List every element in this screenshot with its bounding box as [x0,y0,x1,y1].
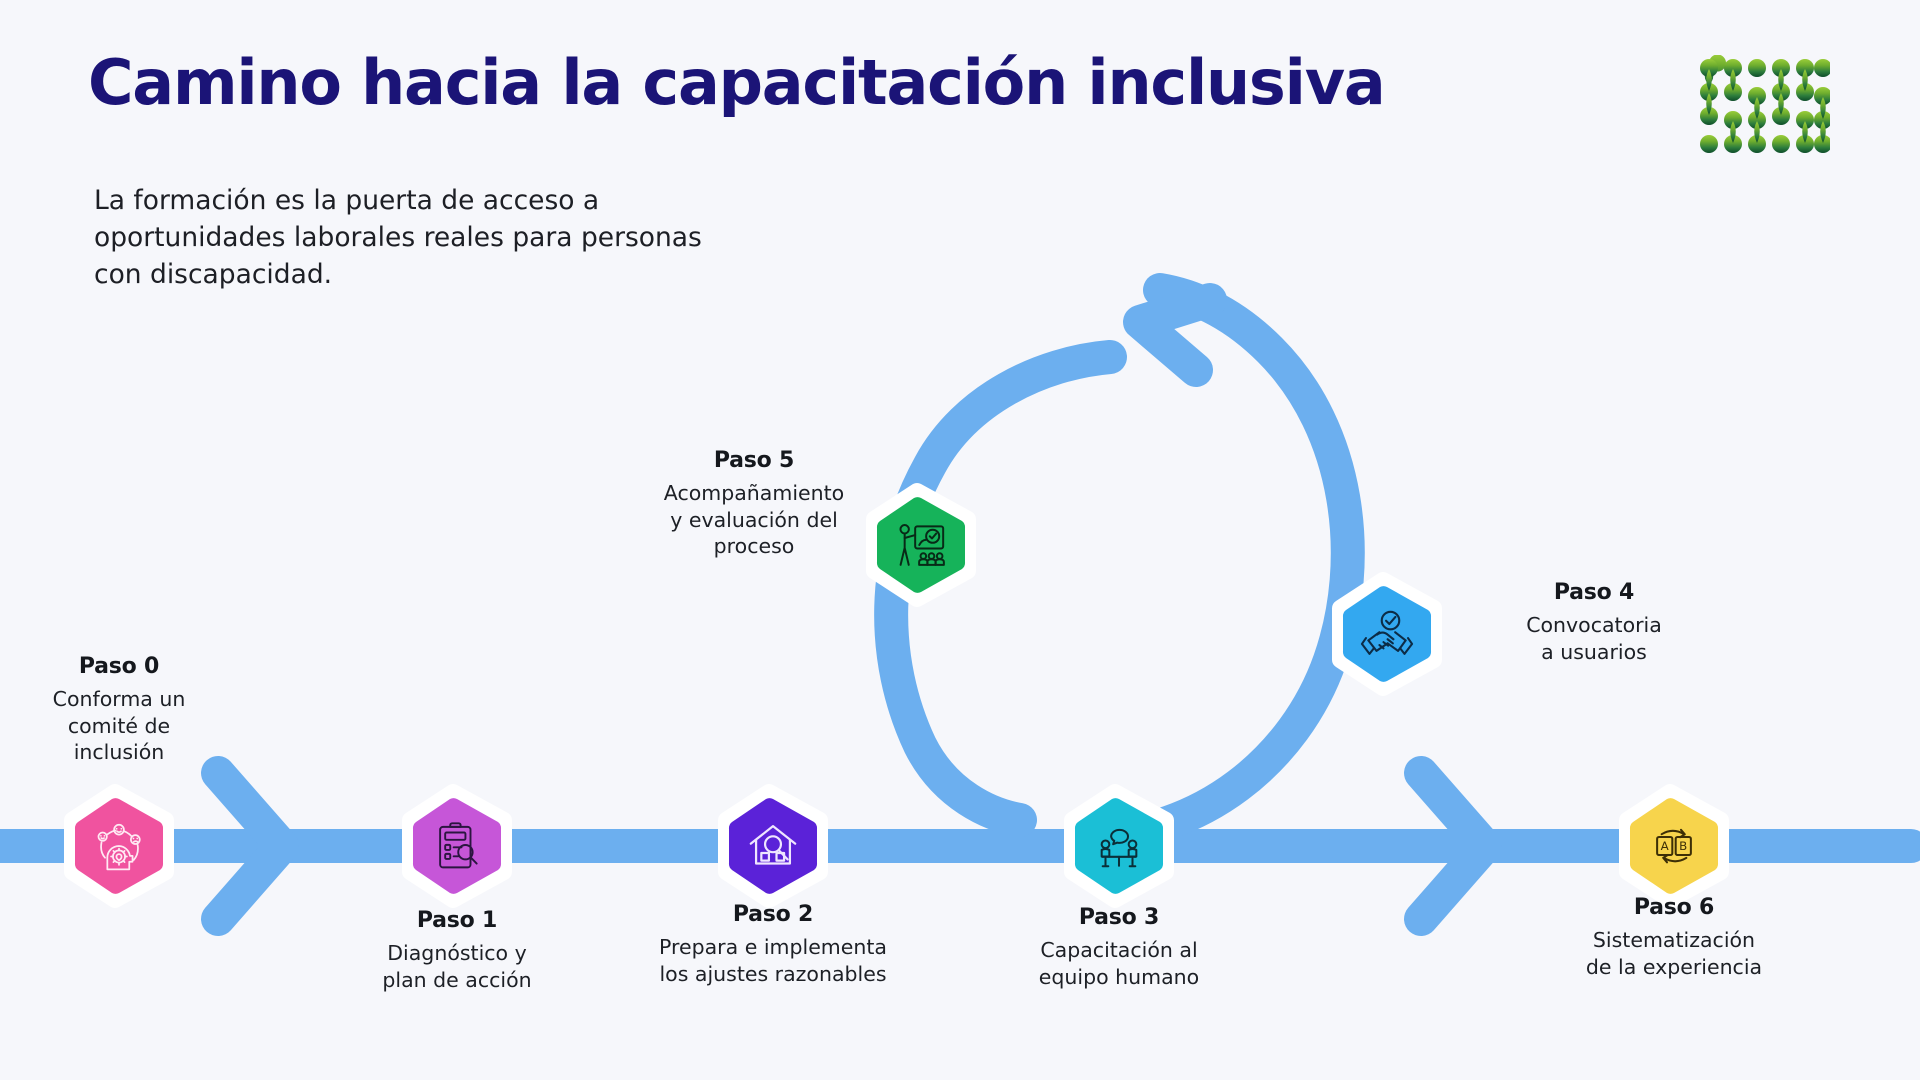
step-label-paso-0: Paso 0 Conforma un comité de inclusión [4,654,234,766]
step-label-paso-5: Paso 5 Acompañamiento y evaluación del p… [640,448,868,560]
chevron-arrow-2 [1404,756,1502,936]
step-desc: Capacitación al equipo humano [1038,938,1200,989]
hexagon-shape [862,481,980,609]
green-dot-grid-logo [1700,54,1832,160]
feedback-loop-arrowhead [1123,283,1227,387]
step-node-paso-5[interactable] [862,481,980,609]
feedback-loop-arc-right [1072,273,1365,853]
hexagon-shape [398,782,516,910]
step-node-paso-3[interactable] [1060,782,1178,910]
page-subtitle: La formación es la puerta de acceso a op… [94,185,702,291]
step-title: Paso 1 [416,908,498,933]
step-title: Paso 3 [1078,905,1160,930]
step-desc: Conforma un comité de inclusión [52,687,186,765]
chevron-arrow-1 [201,756,299,936]
step-desc: Prepara e implementa los ajustes razonab… [659,935,887,986]
step-node-paso-1[interactable] [398,782,516,910]
step-title: Paso 4 [1553,580,1635,605]
step-desc: Diagnóstico y plan de acción [382,941,532,992]
hexagon-shape [1615,782,1733,910]
step-label-paso-4: Paso 4 Convocatoria a usuarios [1474,580,1714,665]
step-label-paso-3: Paso 3 Capacitación al equipo humano [998,905,1240,990]
step-title: Paso 6 [1633,895,1715,920]
step-node-paso-2[interactable] [714,782,832,910]
step-title: Paso 0 [78,654,160,679]
step-node-paso-4[interactable] [1328,570,1446,698]
step-desc: Convocatoria a usuarios [1526,613,1662,664]
step-desc: Acompañamiento y evaluación del proceso [663,481,845,559]
hexagon-shape [1060,782,1178,910]
hexagon-shape [714,782,832,910]
step-label-paso-2: Paso 2 Prepara e implementa los ajustes … [640,902,906,987]
step-title: Paso 5 [713,448,795,473]
step-node-paso-6[interactable]: A B [1615,782,1733,910]
step-label-paso-1: Paso 1 Diagnóstico y plan de acción [342,908,572,993]
step-node-paso-0[interactable] [60,782,178,910]
page-title: Camino hacia la capacitación inclusiva [88,46,1386,119]
step-label-paso-6: Paso 6 Sistematización de la experiencia [1556,895,1792,980]
hexagon-shape [60,782,178,910]
step-desc: Sistematización de la experiencia [1585,928,1763,979]
step-title: Paso 2 [732,902,814,927]
hexagon-shape [1328,570,1446,698]
